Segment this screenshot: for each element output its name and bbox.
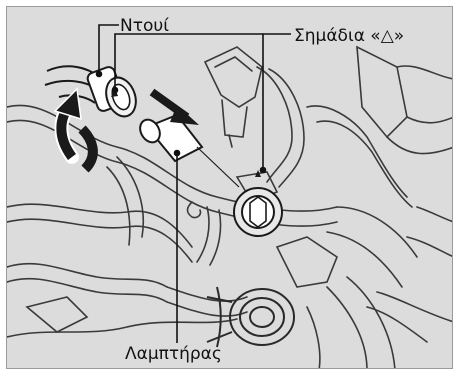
- double-arrow-diagonal-icon: [152, 92, 199, 125]
- triangle-marks-label: Σημάδια «△»: [294, 28, 404, 45]
- socket-label: Ντουί: [120, 18, 169, 35]
- headlight-socket-hole: [234, 170, 282, 236]
- rubber-grommet: [207, 287, 294, 347]
- headlight-bulb-illustration: [7, 7, 453, 369]
- curved-rotate-arrow-icon: [55, 89, 93, 169]
- bulb-label: Λαμπτήρας: [125, 346, 222, 363]
- diagram-frame: Ντουί Σημάδια «△» Λαμπτήρας: [6, 6, 453, 369]
